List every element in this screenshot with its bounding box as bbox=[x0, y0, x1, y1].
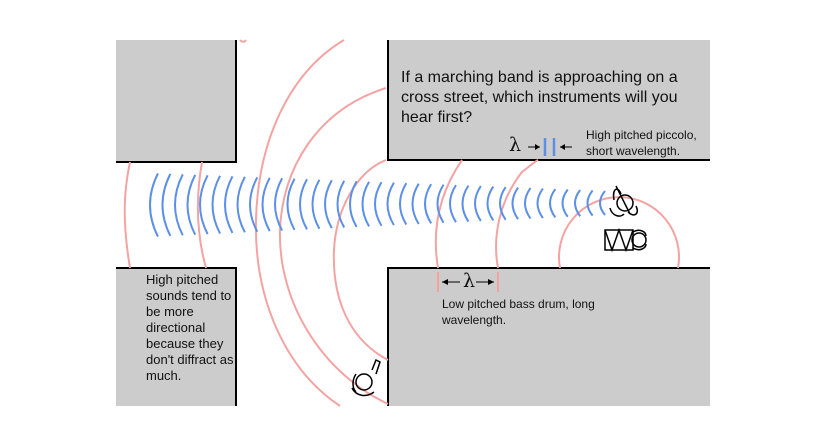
high-pitch-wavefront bbox=[599, 190, 606, 216]
high-pitch-wavefront bbox=[261, 177, 271, 232]
high-pitch-wavefront bbox=[536, 187, 544, 219]
high-pitch-wavefront bbox=[386, 182, 395, 226]
high-pitch-wavefront bbox=[474, 185, 482, 222]
high-pitch-wavefront bbox=[161, 173, 172, 237]
high-pitch-wavefront bbox=[374, 181, 383, 227]
high-pitch-wavefront bbox=[549, 188, 557, 218]
high-pitch-wavefront bbox=[399, 182, 408, 226]
building-top-left bbox=[116, 40, 236, 162]
high-pitch-wavefront bbox=[249, 176, 259, 233]
question-text: If a marching band is approaching on a c… bbox=[401, 69, 678, 126]
high-pitch-wavefront bbox=[486, 186, 495, 221]
high-pitch-wavefront bbox=[286, 178, 296, 231]
high-pitch-wavefront bbox=[411, 183, 420, 225]
high-pitch-wavefront bbox=[186, 174, 197, 236]
high-pitch-wavefront bbox=[461, 185, 470, 223]
high-pitch-wavefront bbox=[574, 189, 581, 217]
high-pitch-wavefront bbox=[324, 179, 333, 229]
drum-label: Low pitched bass drum, long wavelength. bbox=[442, 297, 595, 327]
directional-note: High pitched sounds tend to be more dire… bbox=[146, 272, 234, 383]
bass-drum-icon bbox=[604, 227, 647, 253]
high-pitch-wavefront bbox=[524, 187, 532, 220]
high-pitch-wavefront bbox=[299, 178, 308, 230]
building-bottom-left bbox=[116, 268, 236, 406]
buildings bbox=[116, 40, 710, 406]
high-pitch-wavefront bbox=[436, 184, 445, 224]
high-pitch-wavefront bbox=[361, 181, 370, 227]
piccolo-wavelength-marker bbox=[528, 138, 572, 156]
high-pitch-wavefront bbox=[424, 183, 432, 224]
high-pitch-wavefront bbox=[586, 189, 594, 217]
high-pitch-wavefront bbox=[511, 187, 519, 220]
high-pitch-wavefront bbox=[274, 177, 283, 232]
drum-wavelength-marker bbox=[437, 272, 499, 292]
high-pitch-wavefront bbox=[149, 172, 159, 237]
high-pitch-wavefront bbox=[174, 173, 184, 236]
drum-lambda: λ bbox=[463, 270, 476, 292]
high-pitch-wavefront bbox=[561, 188, 569, 218]
high-pitch-wavefront bbox=[449, 184, 457, 223]
piccolo-lambda: λ bbox=[509, 134, 522, 156]
high-pitch-wavefront bbox=[499, 186, 507, 221]
building-bottom-right bbox=[388, 268, 710, 406]
high-pitch-wavefront bbox=[199, 174, 209, 235]
high-pitch-wavefronts bbox=[149, 172, 606, 237]
listener-icon bbox=[351, 358, 381, 397]
building-top-right bbox=[388, 40, 710, 160]
piccolo-player-icon bbox=[609, 185, 639, 217]
high-pitch-wavefront bbox=[349, 180, 358, 228]
high-pitch-wavefront bbox=[224, 175, 234, 234]
high-pitch-wavefront bbox=[211, 175, 221, 234]
high-pitch-wavefront bbox=[236, 176, 246, 233]
high-pitch-wavefront bbox=[336, 180, 346, 229]
high-pitch-wavefront bbox=[311, 179, 321, 230]
piccolo-label: High pitched piccolo, short wavelength. bbox=[586, 128, 697, 158]
